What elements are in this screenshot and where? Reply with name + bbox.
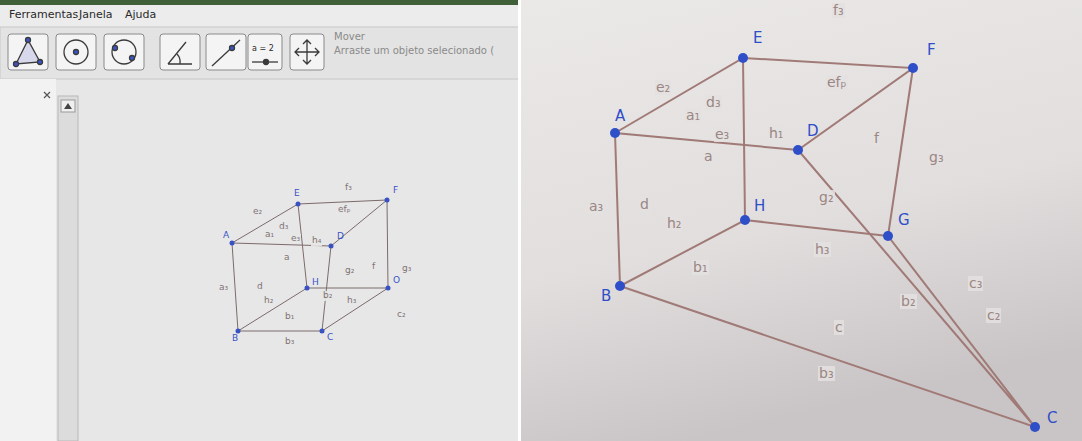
toolbar-buttons (8, 34, 324, 70)
point-label: A (222, 231, 230, 241)
segment-label: efₚ (337, 205, 352, 215)
point-label: A (614, 108, 626, 125)
scroll-arrow (64, 103, 72, 109)
segment-label: c₂ (986, 308, 1001, 323)
photo-divider (518, 0, 521, 441)
cube-right (615, 58, 1035, 427)
segment-label: d (639, 197, 650, 212)
segment-label: c₂ (396, 310, 407, 320)
segment-label: h₂ (263, 296, 274, 306)
point-label: H (311, 278, 320, 288)
segment-label: f (371, 262, 376, 272)
segment-label: e₃ (290, 234, 301, 244)
toolbar (0, 27, 520, 79)
tool-name: Mover (333, 31, 366, 42)
segment-label: a (703, 149, 714, 164)
segment-label: f₃ (344, 183, 353, 193)
close-icon (44, 92, 50, 98)
segment-label: a₁ (685, 108, 701, 123)
point-label: H (753, 198, 766, 215)
point-label: F (392, 186, 399, 196)
segment-label: h₄ (311, 236, 322, 246)
segment-label: h₃ (814, 242, 831, 257)
point-label: C (1046, 410, 1058, 427)
algebra-panel (0, 79, 56, 441)
segment-label: g₃ (401, 264, 412, 274)
title-bar (0, 0, 520, 5)
segment-label: b₂ (322, 291, 333, 301)
segment-label: efₚ (826, 75, 848, 90)
slider-tool-text: a = 2 (251, 45, 275, 54)
segment-label: g₂ (818, 190, 835, 205)
segment-label: e₃ (714, 127, 730, 142)
segment-label: h₂ (666, 216, 683, 231)
segment-label: a (283, 253, 291, 263)
segment-label: d₃ (278, 222, 289, 232)
point-label: C (326, 333, 334, 343)
point-label: F (926, 42, 937, 59)
segment-label: a₃ (588, 199, 604, 214)
segment-label: e₂ (655, 80, 671, 95)
segment-label: c₃ (968, 276, 983, 291)
scroll-button (61, 100, 75, 112)
segment-label: g₂ (344, 266, 355, 276)
cube-left (232, 200, 388, 331)
menu-item: Janela (78, 9, 114, 21)
point-label: D (806, 123, 820, 140)
segment-label: d₃ (705, 95, 722, 110)
menu-bar (0, 5, 520, 27)
left-background (0, 0, 520, 441)
segment-label: b₂ (900, 294, 917, 309)
segment-label: h₁ (768, 126, 785, 141)
segment-label: e₂ (252, 207, 263, 217)
segment-label: h₃ (346, 296, 357, 306)
cube-right-points (610, 53, 1040, 432)
point-label: B (600, 288, 612, 305)
segment-label: a₃ (218, 283, 229, 293)
point-label: B (231, 334, 239, 344)
cube-left-points (230, 198, 391, 334)
segment-label: c (834, 320, 844, 335)
segment-label: b₃ (284, 337, 295, 347)
segment-label: f (873, 131, 880, 146)
segment-label: b₃ (818, 366, 835, 381)
point-label: D (336, 232, 345, 242)
toolbar-icons (14, 38, 320, 67)
segment-label: b₁ (284, 312, 295, 322)
segment-label: g₃ (928, 150, 945, 165)
scrollbar (58, 96, 78, 441)
point-label: E (752, 30, 763, 47)
segment-label: b₁ (692, 260, 709, 275)
tool-hint: Arraste um objeto selecionado ( (333, 45, 495, 56)
point-label: O (392, 276, 401, 286)
menu-item: Ajuda (124, 9, 157, 21)
menu-item: Ferramentas (8, 9, 79, 21)
segment-label: f₃ (832, 3, 845, 18)
point-label: E (293, 189, 301, 199)
segment-label: a₁ (264, 230, 275, 240)
right-background (520, 0, 1082, 441)
point-label: G (897, 212, 911, 229)
segment-label: d (256, 282, 264, 292)
